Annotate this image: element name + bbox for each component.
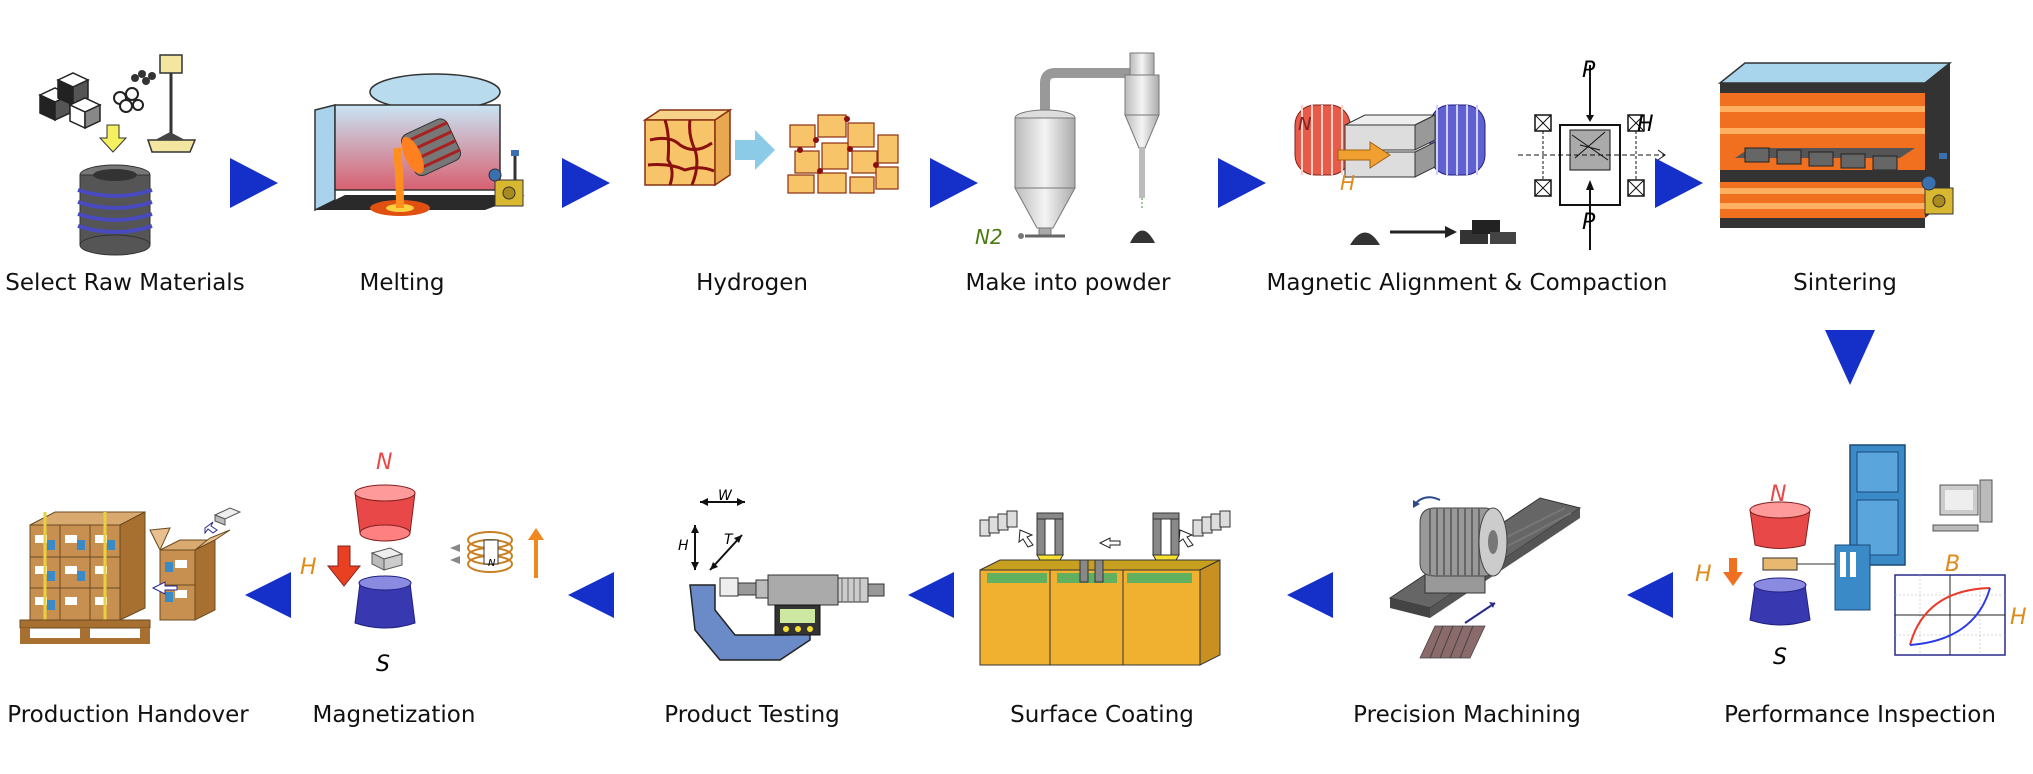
t-label: T xyxy=(724,532,733,548)
flow-arrow-left xyxy=(1627,572,1673,618)
step-label: Surface Coating xyxy=(1010,702,1194,728)
micrometer-icon xyxy=(689,498,885,661)
p-top-label: P xyxy=(1582,58,1596,83)
flow-arrow-left xyxy=(908,572,954,618)
step-label: Hydrogen xyxy=(696,270,808,296)
h-label: H xyxy=(300,555,317,580)
svg-text:N: N xyxy=(1298,114,1311,135)
s-label: S xyxy=(376,652,390,677)
raw-materials-icon xyxy=(38,54,197,256)
s-label: S xyxy=(1773,645,1787,670)
w-label: W xyxy=(718,488,732,504)
flow-arrow-left xyxy=(245,572,291,618)
n-label: N xyxy=(1770,482,1787,507)
flow-arrow-down xyxy=(1825,330,1875,385)
step-label: Magnetization xyxy=(312,702,476,728)
step-label: Production Handover xyxy=(7,702,249,728)
jet-mill-icon xyxy=(1014,52,1160,243)
flow-arrow-right xyxy=(230,158,278,208)
step-label: Melting xyxy=(359,270,445,296)
grinder-icon xyxy=(1388,496,1582,659)
step-label: Select Raw Materials xyxy=(5,270,245,296)
step-label: Precision Machining xyxy=(1353,702,1581,728)
flow-arrow-right xyxy=(1218,158,1266,208)
h-label: H xyxy=(678,538,689,554)
flow-arrow-right xyxy=(1655,158,1703,208)
n-label: N xyxy=(376,450,393,475)
flow-arrow-left xyxy=(1287,572,1333,618)
step-label: Magnetic Alignment & Compaction xyxy=(1266,270,1668,296)
press-icon: H N xyxy=(1294,65,1666,250)
h-label: H xyxy=(1695,562,1712,587)
step-label: Product Testing xyxy=(664,702,840,728)
step-label: Make into powder xyxy=(965,270,1171,296)
h-axis-label: H xyxy=(2010,605,2027,630)
magnetizer-icon xyxy=(326,484,544,629)
pallet-icon xyxy=(19,507,242,644)
p-bottom-label: P xyxy=(1582,210,1596,235)
coil-n-label: N xyxy=(488,558,496,569)
induction-furnace-icon xyxy=(314,73,525,216)
step-label: Sintering xyxy=(1793,270,1897,296)
svg-text:H: H xyxy=(1340,171,1355,195)
step-label: Performance Inspection xyxy=(1724,702,1996,728)
n2-label: N2 xyxy=(975,225,1003,249)
hydrogen-cell-icon xyxy=(642,108,899,194)
h-field-label: H xyxy=(1637,112,1654,137)
flow-arrow-right xyxy=(562,158,610,208)
b-label: B xyxy=(1945,552,1961,577)
coating-bath-icon xyxy=(979,510,1231,666)
flow-arrow-right xyxy=(930,158,978,208)
hysteresis-tester-icon xyxy=(1723,444,2006,656)
sintering-furnace-icon xyxy=(1717,62,1954,228)
flow-arrow-left xyxy=(568,572,614,618)
